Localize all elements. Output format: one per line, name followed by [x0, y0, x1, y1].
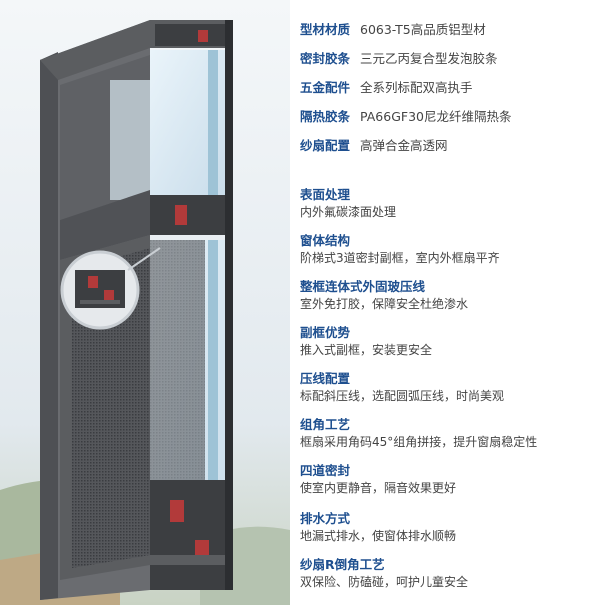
feature-desc: 地漏式排水，使窗体排水顺畅: [300, 529, 457, 543]
spec-value: PA66GF30尼龙纤维隔热条: [360, 109, 512, 124]
thermal-break-top: [198, 30, 208, 42]
feature-title: 窗体结构: [300, 233, 351, 248]
frame-top-profile: [155, 24, 230, 46]
upper-glass-reflection: [110, 80, 150, 200]
feature-title: 四道密封: [300, 463, 351, 478]
feature-desc: 双保险、防磕碰，呵护儿童安全: [300, 575, 469, 589]
feature-glazing-bead: 整框连体式外固玻压线 室外免打胶，保障安全杜绝渗水: [300, 278, 600, 313]
feature-desc: 室外免打胶，保障安全杜绝渗水: [300, 297, 469, 311]
window-cross-section-drawing: [0, 0, 290, 605]
bottom-sill: [150, 555, 230, 565]
feature-screen-r-chamfer: 纱扇R倒角工艺 双保险、防磕碰，呵护儿童安全: [300, 556, 600, 591]
upper-glass-spacer: [208, 50, 218, 200]
feature-desc: 标配斜压线，选配圆弧压线，时尚美观: [300, 389, 505, 403]
spec-value: 高弹合金高透网: [360, 138, 448, 153]
spec-row-material: 型材材质 6063-T5高品质铝型材: [300, 20, 486, 40]
feature-surface-treatment: 表面处理 内外氟碳漆面处理: [300, 186, 600, 221]
spec-row-screen-config: 纱扇配置高弹合金高透网: [300, 136, 448, 156]
spec-value: 6063-T5高品质铝型材: [360, 22, 486, 37]
feature-title: 整框连体式外固玻压线: [300, 279, 426, 294]
spec-key: 纱扇配置: [300, 138, 351, 153]
lower-glass-spacer: [208, 240, 218, 560]
feature-desc: 推入式副框，安装更安全: [300, 343, 433, 357]
feature-title: 组角工艺: [300, 417, 351, 432]
side-profile-cut: [225, 20, 233, 590]
spec-value: 全系列标配双高执手: [360, 80, 473, 95]
feature-corner-joining: 组角工艺 框扇采用角码45°组角拼接，提升窗扇稳定性: [300, 416, 600, 451]
window-product-illustration: [0, 0, 290, 605]
spec-key: 隔热胶条: [300, 109, 351, 124]
feature-title: 纱扇R倒角工艺: [300, 557, 385, 572]
spec-row-thermal-strip: 隔热胶条 PA66GF30尼龙纤维隔热条: [300, 107, 511, 127]
spec-value: 三元乙丙复合型发泡胶条: [360, 51, 498, 66]
transom-profile: [150, 195, 230, 235]
bottom-profile: [150, 480, 230, 590]
spec-key: 型材材质: [300, 22, 351, 37]
thermal-break-bottom: [170, 500, 184, 522]
feature-bead-config: 压线配置 标配斜压线，选配圆弧压线，时尚美观: [300, 370, 600, 405]
frame-left-edge: [40, 52, 58, 600]
feature-window-structure: 窗体结构 阶梯式3道密封副框，室内外框扇平齐: [300, 232, 600, 267]
feature-title: 副框优势: [300, 325, 351, 340]
feature-drainage: 排水方式 地漏式排水，使窗体排水顺畅: [300, 510, 600, 545]
feature-desc: 使室内更静音，隔音效果更好: [300, 481, 457, 495]
feature-desc: 内外氟碳漆面处理: [300, 205, 397, 219]
feature-desc: 阶梯式3道密封副框，室内外框扇平齐: [300, 251, 500, 265]
magnifier-detail-circle-icon: [60, 247, 161, 330]
spec-row-seal-strip: 密封胶条三元乙丙复合型发泡胶条: [300, 49, 498, 69]
spec-key: 密封胶条: [300, 51, 351, 66]
feature-desc: 框扇采用角码45°组角拼接，提升窗扇稳定性: [300, 435, 538, 449]
spec-row-hardware: 五金配件全系列标配双高执手: [300, 78, 473, 98]
thermal-break-transom: [175, 205, 187, 225]
transom-face: [60, 190, 150, 260]
feature-subframe-advantage: 副框优势 推入式副框，安装更安全: [300, 324, 600, 359]
feature-four-seals: 四道密封 使室内更静音，隔音效果更好: [300, 462, 600, 497]
feature-title: 表面处理: [300, 187, 351, 202]
feature-title: 压线配置: [300, 371, 351, 386]
feature-title: 排水方式: [300, 511, 351, 526]
spec-key: 五金配件: [300, 80, 351, 95]
